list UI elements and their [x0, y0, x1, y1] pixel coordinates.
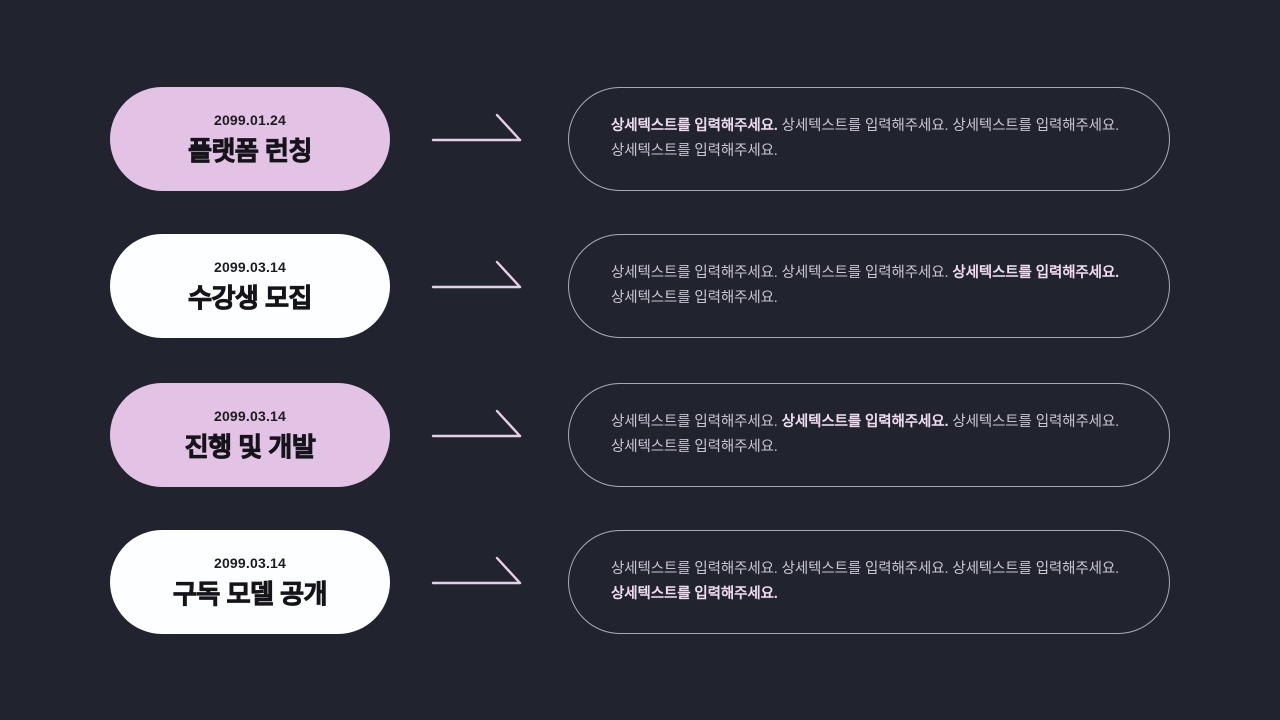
- arrow-right-icon: [430, 109, 530, 169]
- detail-card[interactable]: 상세텍스트를 입력해주세요. 상세텍스트를 입력해주세요. 상세텍스트를 입력해…: [568, 87, 1170, 191]
- detail-card-text: 상세텍스트를 입력해주세요. 상세텍스트를 입력해주세요. 상세텍스트를 입력해…: [611, 117, 1120, 159]
- arrow-right-icon: [430, 405, 530, 465]
- detail-card-text: 상세텍스트를 입력해주세요. 상세텍스트를 입력해주세요. 상세텍스트를 입력해…: [611, 264, 1120, 306]
- detail-card[interactable]: 상세텍스트를 입력해주세요. 상세텍스트를 입력해주세요. 상세텍스트를 입력해…: [568, 383, 1170, 487]
- detail-card[interactable]: 상세텍스트를 입력해주세요. 상세텍스트를 입력해주세요. 상세텍스트를 입력해…: [568, 234, 1170, 338]
- timeline-row: 2099.03.14 구독 모델 공개 상세텍스트를 입력해주세요. 상세텍스트…: [0, 530, 1280, 634]
- milestone-date: 2099.01.24: [213, 111, 287, 128]
- timeline-row: 2099.03.14 수강생 모집 상세텍스트를 입력해주세요. 상세텍스트를 …: [0, 234, 1280, 338]
- milestone-pill[interactable]: 2099.01.24 플랫폼 런칭: [110, 87, 390, 191]
- milestone-date: 2099.03.14: [213, 554, 287, 571]
- milestone-date: 2099.03.14: [213, 258, 287, 275]
- milestone-pill[interactable]: 2099.03.14 진행 및 개발: [110, 383, 390, 487]
- arrow-right-icon: [430, 552, 530, 612]
- detail-card[interactable]: 상세텍스트를 입력해주세요. 상세텍스트를 입력해주세요. 상세텍스트를 입력해…: [568, 530, 1170, 634]
- timeline-row: 2099.01.24 플랫폼 런칭 상세텍스트를 입력해주세요. 상세텍스트를 …: [0, 87, 1280, 191]
- milestone-pill[interactable]: 2099.03.14 구독 모델 공개: [110, 530, 390, 634]
- arrow-right-icon: [430, 256, 530, 316]
- timeline-row: 2099.03.14 진행 및 개발 상세텍스트를 입력해주세요. 상세텍스트를…: [0, 383, 1280, 487]
- milestone-pill[interactable]: 2099.03.14 수강생 모집: [110, 234, 390, 338]
- milestone-title: 진행 및 개발: [184, 431, 316, 462]
- detail-card-text: 상세텍스트를 입력해주세요. 상세텍스트를 입력해주세요. 상세텍스트를 입력해…: [611, 413, 1120, 455]
- milestone-date: 2099.03.14: [213, 407, 287, 424]
- milestone-title: 플랫폼 런칭: [188, 135, 313, 166]
- detail-card-text: 상세텍스트를 입력해주세요. 상세텍스트를 입력해주세요. 상세텍스트를 입력해…: [611, 560, 1120, 602]
- milestone-title: 구독 모델 공개: [173, 578, 328, 609]
- milestone-title: 수강생 모집: [188, 282, 313, 313]
